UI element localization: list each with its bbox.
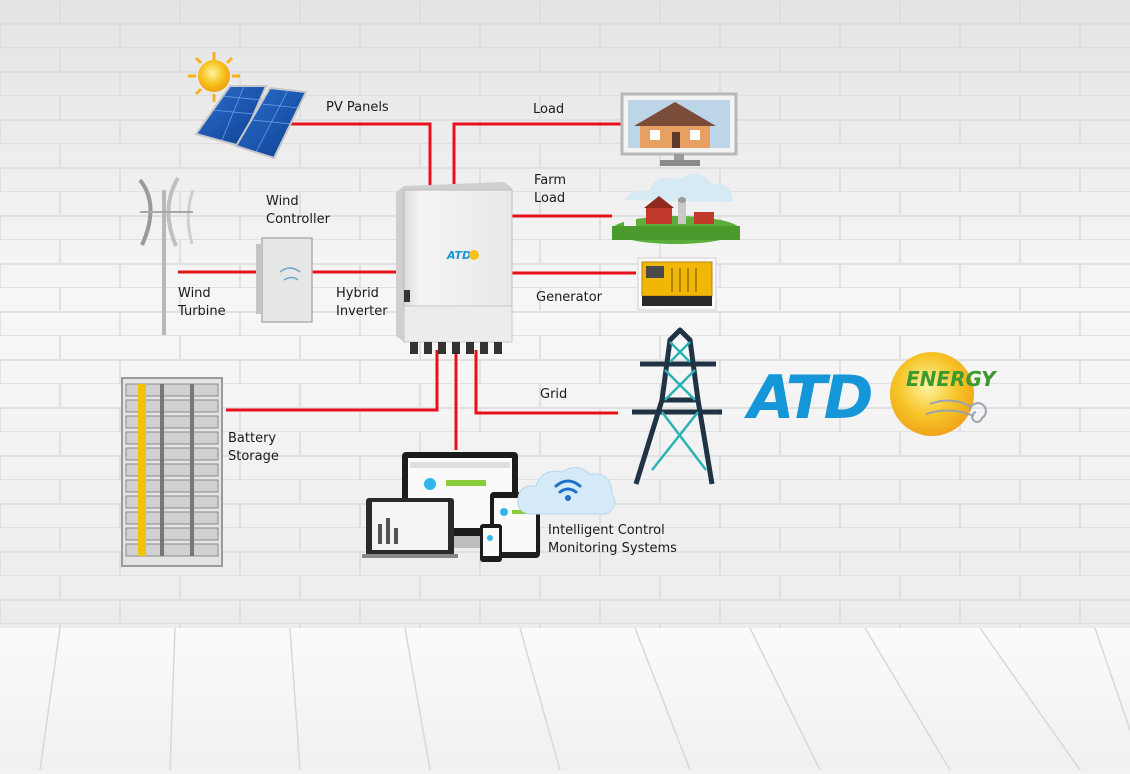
wire-pv [290, 122, 432, 186]
generator-icon [637, 257, 717, 311]
label-generator: Generator [536, 290, 603, 305]
brand-logo: ATD ENERGY [744, 352, 998, 436]
house-icon [620, 92, 738, 166]
background-floor [0, 627, 1130, 771]
label-pv-panels: PV Panels [326, 100, 389, 115]
hybrid-inverter-icon: ATD [396, 182, 513, 354]
label-hybrid-inverter: Hybrid Inverter [336, 286, 388, 319]
brand-logo-word: ENERGY [906, 367, 998, 391]
sun-icon [188, 52, 240, 102]
label-battery-storage: Battery Storage [228, 431, 279, 464]
transmission-tower-icon [632, 327, 722, 485]
battery-rack-icon [121, 377, 223, 567]
wiring [178, 122, 636, 450]
wifi-cloud-icon [517, 467, 616, 515]
brand-logo-mark: ATD [744, 363, 872, 433]
farm-icon [612, 173, 740, 244]
label-load: Load [533, 102, 565, 117]
label-grid: Grid [540, 387, 568, 402]
label-monitoring: Intelligent Control Monitoring Systems [548, 523, 677, 556]
label-wind-controller: Wind Controller [266, 194, 330, 227]
wire-battery [226, 350, 439, 412]
label-farm-load: Farm Load [534, 173, 567, 206]
label-wind-turbine: Wind Turbine [178, 286, 226, 319]
solar-panel-icon [194, 85, 308, 160]
wind-controller-icon [256, 237, 313, 323]
wire-load [452, 122, 622, 186]
wire-grid [474, 350, 618, 415]
wind-turbine-icon [138, 176, 195, 335]
inverter-logo: ATD [446, 249, 471, 262]
